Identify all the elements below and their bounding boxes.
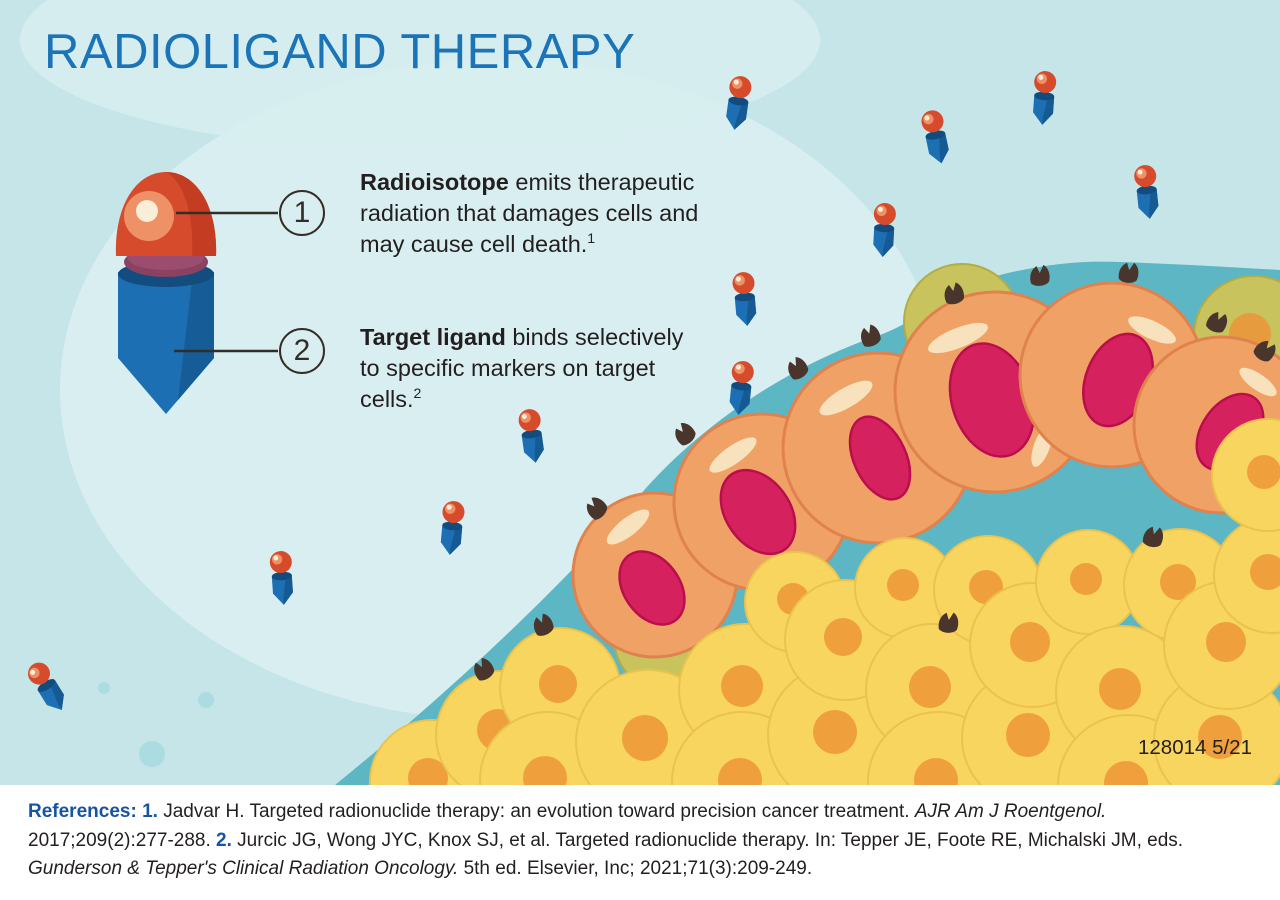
job-code: 128014 5/21 (1137, 736, 1252, 759)
healthy-cells (369, 418, 1280, 785)
callout-2-marker: 2 (279, 328, 325, 374)
callout-2-citation: 2 (413, 385, 422, 402)
callout-2-body: binds selectively to specific markers on… (360, 324, 684, 412)
references-section: References: 1. Jadvar H. Targeted radion… (0, 785, 1280, 900)
references-text: References: 1. Jadvar H. Targeted radion… (28, 798, 1250, 884)
reference-1-number: 1. (142, 801, 158, 822)
cancer-cell (672, 412, 852, 592)
callout-1-citation: 1 (587, 230, 596, 247)
reference-1-detail: 2017;209(2):277-288. (28, 829, 217, 851)
reference-2-number: 2. (216, 829, 232, 851)
reference-2-detail: 5th ed. Elsevier, Inc; 2021;71(3):209-24… (458, 858, 813, 879)
callout-1-body: emits therapeutic radiation that damages… (360, 169, 699, 257)
radioligand-large (115, 172, 278, 414)
callout-2-text: Target ligand binds selectively to speci… (360, 322, 708, 415)
page-title: RADIOLIGAND THERAPY (44, 25, 636, 79)
scene-graphic (20, 0, 1280, 785)
references-label: References: (28, 801, 137, 822)
callout-1-term: Radioisotope (360, 169, 509, 195)
illustration-area: RADIOLIGAND THERAPY 1 Radioisotope emits… (0, 0, 1280, 785)
reference-1-journal: AJR Am J Roentgenol. (914, 801, 1107, 822)
reference-2-journal: Gunderson & Tepper's Clinical Radiation … (28, 858, 459, 879)
cancer-cells (571, 281, 1280, 659)
callout-2-term: Target ligand (360, 324, 506, 350)
callout-1-text: Radioisotope emits therapeutic radiation… (360, 167, 712, 260)
callout-1-marker: 1 (279, 190, 325, 236)
reference-1-text: Jadvar H. Targeted radionuclide therapy:… (157, 801, 915, 822)
reference-2-text: Jurcic JG, Wong JYC, Knox SJ, et al. Tar… (231, 829, 1184, 851)
